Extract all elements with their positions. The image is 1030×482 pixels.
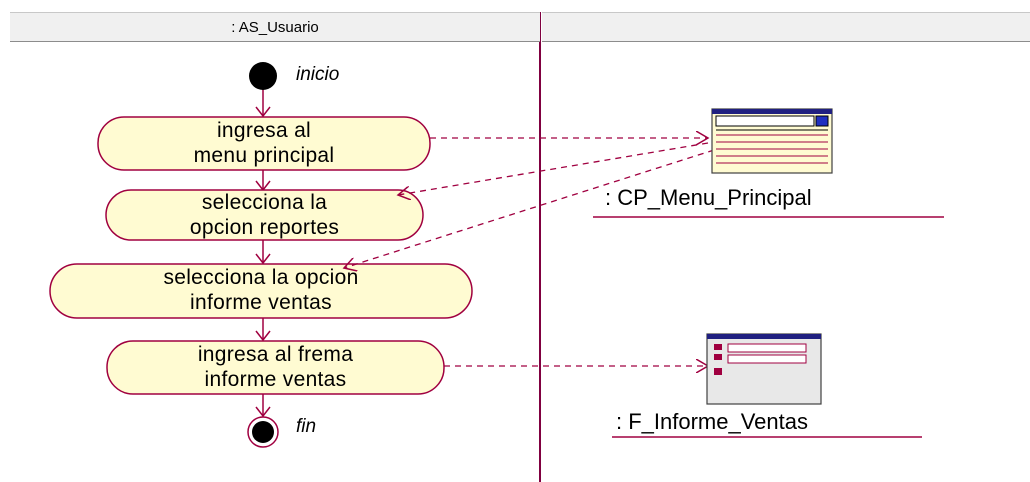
object-2-label: : F_Informe_Ventas <box>616 409 808 434</box>
activity-2[interactable] <box>105 189 424 241</box>
object-1-label: : CP_Menu_Principal <box>605 185 812 210</box>
start-node <box>249 62 277 90</box>
activity-1[interactable] <box>97 116 431 171</box>
swimlane-header-2 <box>542 12 1030 42</box>
activity-3[interactable] <box>49 263 473 319</box>
end-node <box>252 421 274 443</box>
object-flow-2 <box>398 142 709 195</box>
window-icon[interactable] <box>711 108 833 174</box>
swimlane-header-usuario: : AS_Usuario <box>10 12 540 42</box>
object-flow-3 <box>344 149 715 268</box>
object-flows <box>344 138 715 366</box>
swimlane-title: : AS_Usuario <box>231 18 319 36</box>
activity-4[interactable] <box>106 340 445 395</box>
form-icon[interactable] <box>706 333 822 405</box>
end-label: fin <box>296 416 317 437</box>
start-label: inicio <box>296 64 340 85</box>
